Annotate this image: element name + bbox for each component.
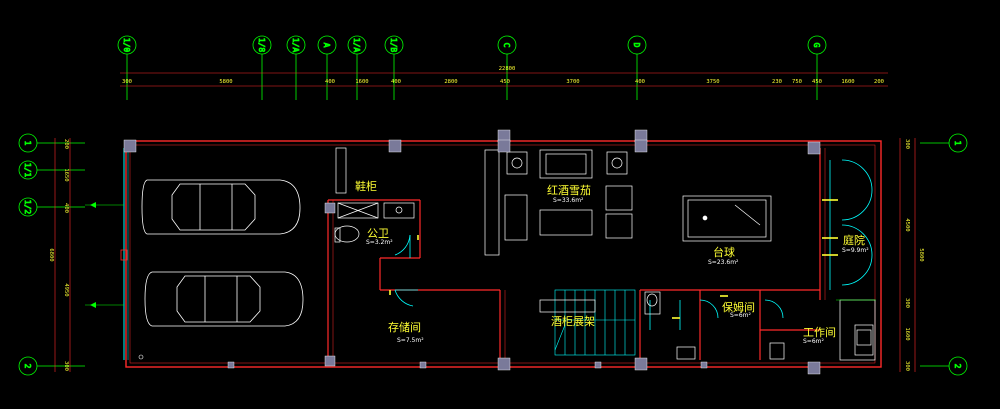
room-label-wine-cigar: 红酒雪茄 [547,184,591,197]
room-label-billiards: 台球 [713,246,735,259]
dimension-text: 300 [122,79,132,85]
room-label-shoe-cabinet: 鞋柜 [355,180,377,193]
svg-text:1/0: 1/0 [122,38,131,53]
dimension-text: 300 [63,361,69,371]
svg-text:1/B: 1/B [389,38,398,53]
car-icon [141,179,301,235]
dimension-text: 3700 [566,79,579,85]
car-icon [144,271,304,327]
exterior-walls [125,140,882,368]
room-area: S=33.6m² [553,197,584,204]
dimension-text: 230 [772,79,782,85]
svg-text:G: G [812,43,821,48]
dimension-text: 400 [325,79,335,85]
axis-bubble: 1/8 [252,35,272,100]
svg-text:1/1: 1/1 [23,163,32,178]
columns [123,129,821,375]
right-axis-grid: 1 2 [920,133,968,376]
svg-text:1: 1 [23,141,32,146]
dimension-text: 1600 [355,79,368,85]
axis-bubble: 1/A [286,35,306,100]
dimension-text: 750 [792,79,802,85]
dimension-text: 450 [500,79,510,85]
room-area: S=6m² [803,338,824,345]
dimension-text: 400 [635,79,645,85]
room-area: S=23.6m² [708,259,739,266]
axis-bubble: A [317,35,337,100]
right-dimension-chain: 300 4500 5800 300 1600 300 [899,138,924,372]
room-label-storage: 存储间 [388,321,421,334]
room-label-public-bath: 公卫 [367,227,389,240]
dimension-text: 2800 [444,79,457,85]
doors [394,159,873,330]
top-axis-grid: 1/0 1/8 1/A A 1/A 1/B C D G [117,35,827,100]
axis-bubble: G [807,35,827,100]
dimension-text: 4500 [904,218,910,231]
dimension-text: 200 [63,139,69,149]
dimension-text: 3750 [706,79,719,85]
svg-text:A: A [322,43,331,48]
room-label-nanny-room: 保姆间 [722,301,755,314]
dimension-text: 300 [904,298,910,308]
garage [85,148,304,360]
left-dimension-chain: 200 1650 400 4950 6800 300 [48,138,71,372]
dimension-text: 300 [904,361,910,371]
door-frames [389,199,838,319]
axis-bubble: 1 [18,133,85,153]
room-area: S=6m² [730,312,751,319]
furniture [334,147,876,361]
dimension-text: 6800 [48,248,54,261]
room-area: S=9.9m² [842,247,869,254]
svg-text:1/A: 1/A [291,38,300,53]
left-axis-grid: 1 1/1 1/2 2 [18,133,85,376]
axis-bubble: 1/A [347,35,367,100]
axis-bubble: 2 [18,356,85,376]
room-label-courtyard: 庭院 [843,234,865,247]
axis-bubble: D [627,35,647,100]
top-dimension-chain: 22800 300 5800 400 1600 400 2800 450 370… [120,66,888,87]
axis-bubble: 1/2 [18,197,85,217]
room-area: S=3.2m² [366,239,393,246]
staircase [554,289,636,356]
svg-text:1/2: 1/2 [23,200,32,215]
room-area: S=7.5m² [397,337,424,344]
axis-bubble: 1 [920,133,968,153]
svg-text:2: 2 [23,364,32,369]
room-label-workroom: 工作间 [803,326,836,339]
dimension-text: 1600 [904,327,910,340]
dimension-text: 1650 [63,168,69,181]
dimension-text: 450 [812,79,822,85]
axis-bubble: 2 [920,356,968,376]
axis-bubble: 1/1 [18,160,85,180]
dimension-text: 1600 [841,79,854,85]
svg-text:1/8: 1/8 [257,38,266,53]
dimension-text: 4950 [63,283,69,296]
dimension-text: 300 [904,139,910,149]
svg-text:2: 2 [953,364,962,369]
dimension-text: 5800 [918,248,924,261]
svg-text:D: D [632,43,641,48]
svg-text:C: C [502,43,511,48]
room-label-wine-display: 酒柜展架 [551,315,595,328]
dimension-total: 22800 [499,66,516,72]
axis-bubble: 1/B [384,35,404,100]
svg-text:1: 1 [953,141,962,146]
axis-bubble: C [497,35,517,100]
dimension-text: 200 [874,79,884,85]
dimension-text: 5800 [219,79,232,85]
dimension-text: 400 [63,203,69,213]
axis-bubble: 1/0 [117,35,137,100]
dimension-text: 400 [391,79,401,85]
svg-text:1/A: 1/A [352,38,361,53]
